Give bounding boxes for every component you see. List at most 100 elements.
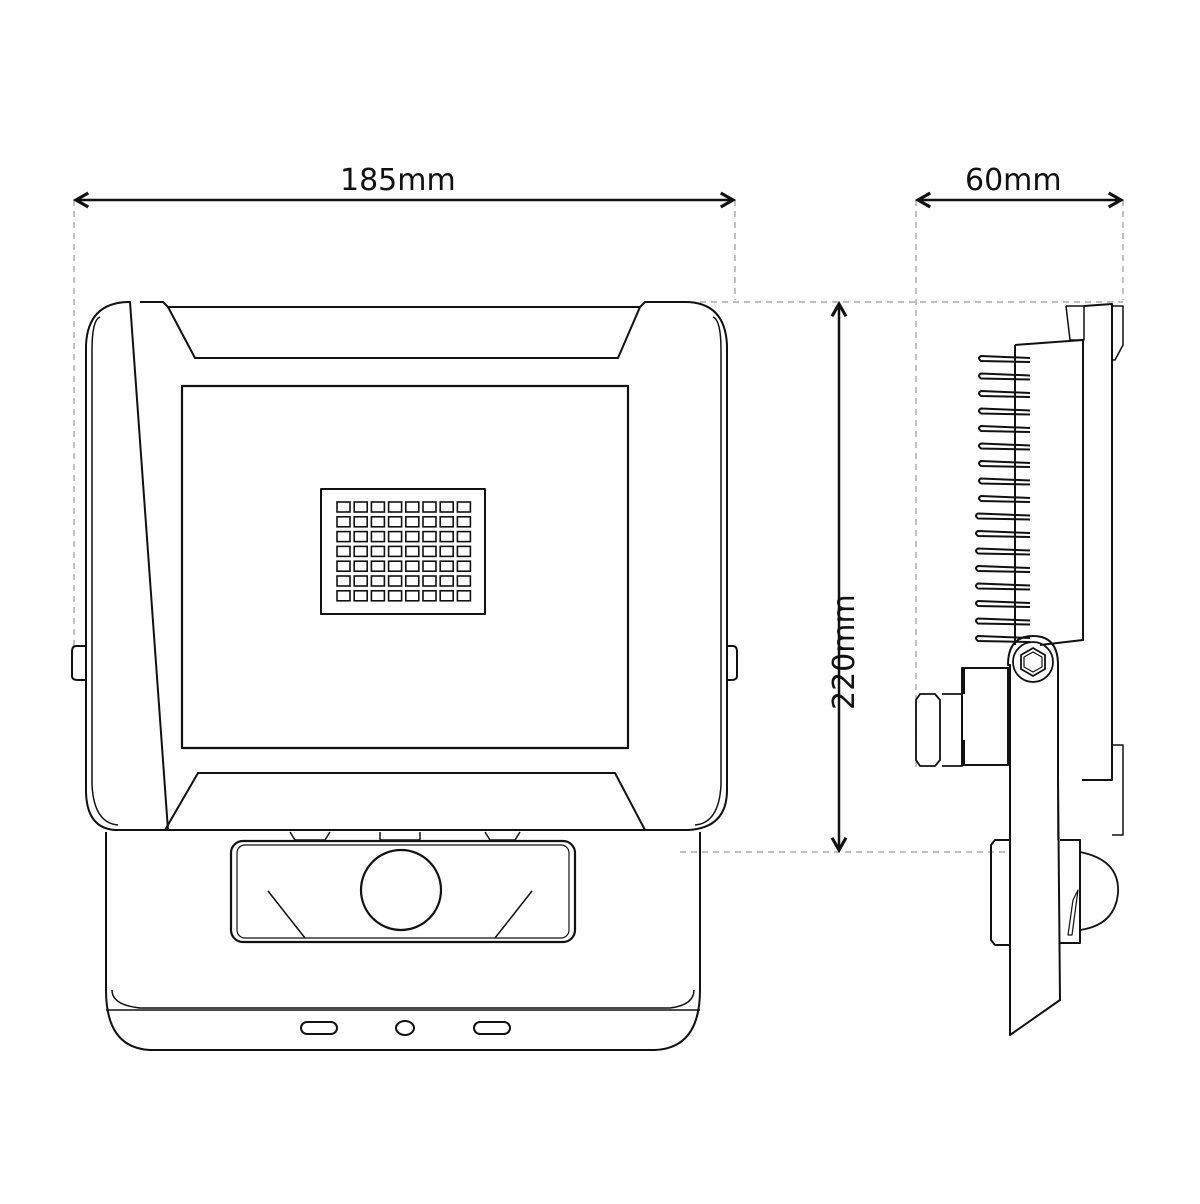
led-chip (422, 575, 437, 587)
top-bezel (167, 306, 641, 359)
depth-dimension-label: 60mm (965, 163, 1062, 198)
heatsink-fin (978, 442, 1031, 451)
pir-side-block (990, 839, 1011, 946)
led-chip (422, 560, 437, 573)
led-chip (439, 575, 455, 587)
base-slot-right (473, 1021, 511, 1035)
led-chip (353, 575, 369, 587)
heatsink-fin (978, 495, 1031, 503)
led-chip (456, 545, 472, 558)
led-chip (353, 560, 369, 573)
height-dimension-label: 220mm (827, 594, 862, 710)
led-chip (439, 515, 455, 528)
led-chip (404, 560, 420, 573)
led-chip (422, 530, 437, 543)
led-chip (353, 545, 369, 558)
led-chip (456, 560, 472, 573)
led-chip (336, 575, 351, 587)
housing-outline (85, 301, 728, 831)
led-chip (353, 515, 369, 528)
led-chip (336, 545, 351, 558)
side-lug-left (71, 645, 86, 681)
heatsink-fin (975, 617, 1031, 626)
heatsink-fin (975, 600, 1031, 608)
cable-gland (961, 667, 1009, 766)
mounting-bracket (1007, 635, 1061, 1036)
led-chip (439, 530, 455, 543)
led-chip (387, 530, 403, 543)
led-chip (336, 589, 351, 602)
heatsink-fin (975, 512, 1031, 521)
front-view (71, 301, 738, 1051)
heatsink-fins (975, 355, 1031, 643)
led-chip (353, 530, 369, 543)
led-chip (404, 530, 420, 543)
heatsink-fin (978, 355, 1031, 363)
led-chip (336, 501, 351, 513)
pir-window (229, 839, 577, 944)
led-chip (336, 530, 351, 543)
led-array-frame (320, 488, 486, 615)
led-chip (370, 530, 386, 543)
heatsink-fin (975, 582, 1031, 591)
led-chip (404, 545, 420, 558)
heatsink-fin (978, 372, 1031, 381)
heatsink-fin (978, 407, 1031, 416)
pir-lens (359, 848, 443, 932)
led-chip (370, 560, 386, 573)
led-chip (404, 575, 420, 587)
led-chip (422, 515, 437, 528)
bottom-bezel (164, 772, 646, 831)
led-chip (456, 515, 472, 528)
led-chip (370, 589, 386, 602)
heatsink-fin (975, 565, 1031, 573)
front-frame (1082, 303, 1113, 781)
led-chip (439, 589, 455, 602)
led-chip (439, 501, 455, 513)
led-chip (387, 575, 403, 587)
led-chip (353, 501, 369, 513)
led-chip (336, 560, 351, 573)
led-chip (370, 515, 386, 528)
led-chip (404, 589, 420, 602)
heatsink-fin (978, 390, 1031, 398)
led-chip-array (336, 501, 472, 602)
led-chip (439, 545, 455, 558)
led-chip (336, 515, 351, 528)
led-chip (439, 560, 455, 573)
pir-housing (105, 832, 701, 1051)
heatsink-fin (975, 547, 1031, 556)
width-dimension-label: 185mm (340, 163, 456, 198)
heatsink-fin (978, 425, 1031, 433)
base-hole-center (395, 1020, 415, 1036)
heatsink-fin (978, 460, 1031, 468)
led-chip (404, 515, 420, 528)
led-chip (370, 545, 386, 558)
side-view (915, 303, 1124, 1036)
heatsink-fin (975, 530, 1031, 538)
lens-window (180, 384, 630, 750)
led-chip (422, 501, 437, 513)
led-chip (387, 560, 403, 573)
extension-lines (73, 200, 1124, 853)
led-chip (422, 589, 437, 602)
led-chip (456, 589, 472, 602)
led-chip (387, 589, 403, 602)
led-chip (456, 575, 472, 587)
led-chip (387, 545, 403, 558)
hex-bolt (1012, 641, 1054, 683)
led-chip (387, 501, 403, 513)
heatsink-fin (975, 635, 1031, 643)
led-chip (404, 501, 420, 513)
led-chip (370, 575, 386, 587)
led-chip (422, 545, 437, 558)
led-chip (353, 589, 369, 602)
side-lug-right (727, 645, 738, 681)
led-chip (370, 501, 386, 513)
led-chip (387, 515, 403, 528)
heatsink-fin (978, 477, 1031, 486)
pir-dome (1079, 851, 1119, 931)
base-slot-left (300, 1021, 338, 1035)
